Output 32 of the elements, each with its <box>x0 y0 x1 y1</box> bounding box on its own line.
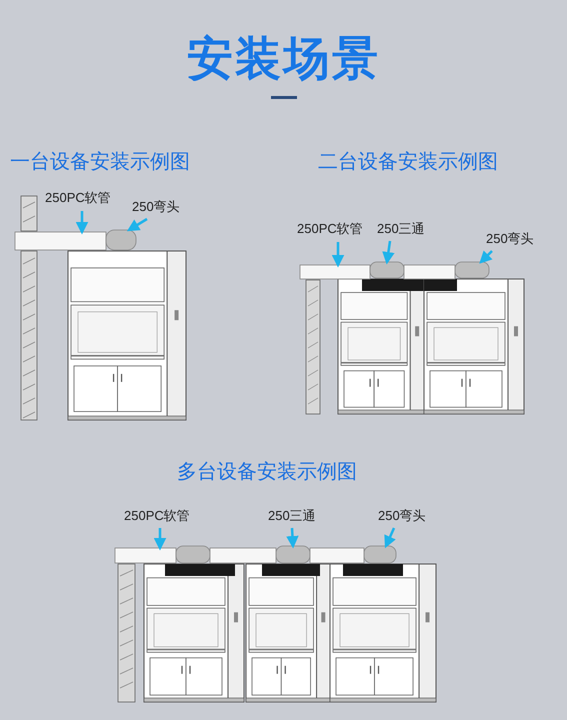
duct-pipe <box>300 264 370 280</box>
arrow <box>332 242 344 268</box>
tee-fitting <box>176 546 210 564</box>
arrow <box>76 211 88 234</box>
title: 安装场景 <box>186 31 380 86</box>
duct-pipe <box>114 548 176 564</box>
callout-label: 250三通 <box>377 222 425 235</box>
section-heading: 多台设备安装示例图 <box>177 460 357 485</box>
elbow-fitting <box>454 262 490 278</box>
callout-label: 250弯头 <box>378 509 426 522</box>
arrow <box>126 218 148 232</box>
duct-pipe <box>404 264 456 280</box>
callout-label: 250PC软管 <box>45 191 111 204</box>
tee-fitting <box>276 546 310 564</box>
duct-pipe <box>14 232 106 250</box>
arrow <box>154 528 166 550</box>
callout-label: 250弯头 <box>132 200 180 213</box>
arrow <box>382 240 395 264</box>
arrow <box>286 528 299 548</box>
section-heading: 二台设备安装示例图 <box>318 150 498 175</box>
duct-pipe <box>210 548 276 564</box>
tee-fitting <box>370 262 404 278</box>
callout-label: 250PC软管 <box>124 509 190 522</box>
arrow <box>384 528 396 548</box>
section-heading: 一台设备安装示例图 <box>10 150 190 175</box>
arrow <box>479 250 493 264</box>
callout-label: 250PC软管 <box>297 222 363 235</box>
callout-label: 250弯头 <box>486 232 534 245</box>
elbow-fitting <box>364 546 396 564</box>
duct-pipe <box>310 548 364 564</box>
callout-label: 250三通 <box>268 509 316 522</box>
elbow-fitting <box>106 230 136 250</box>
